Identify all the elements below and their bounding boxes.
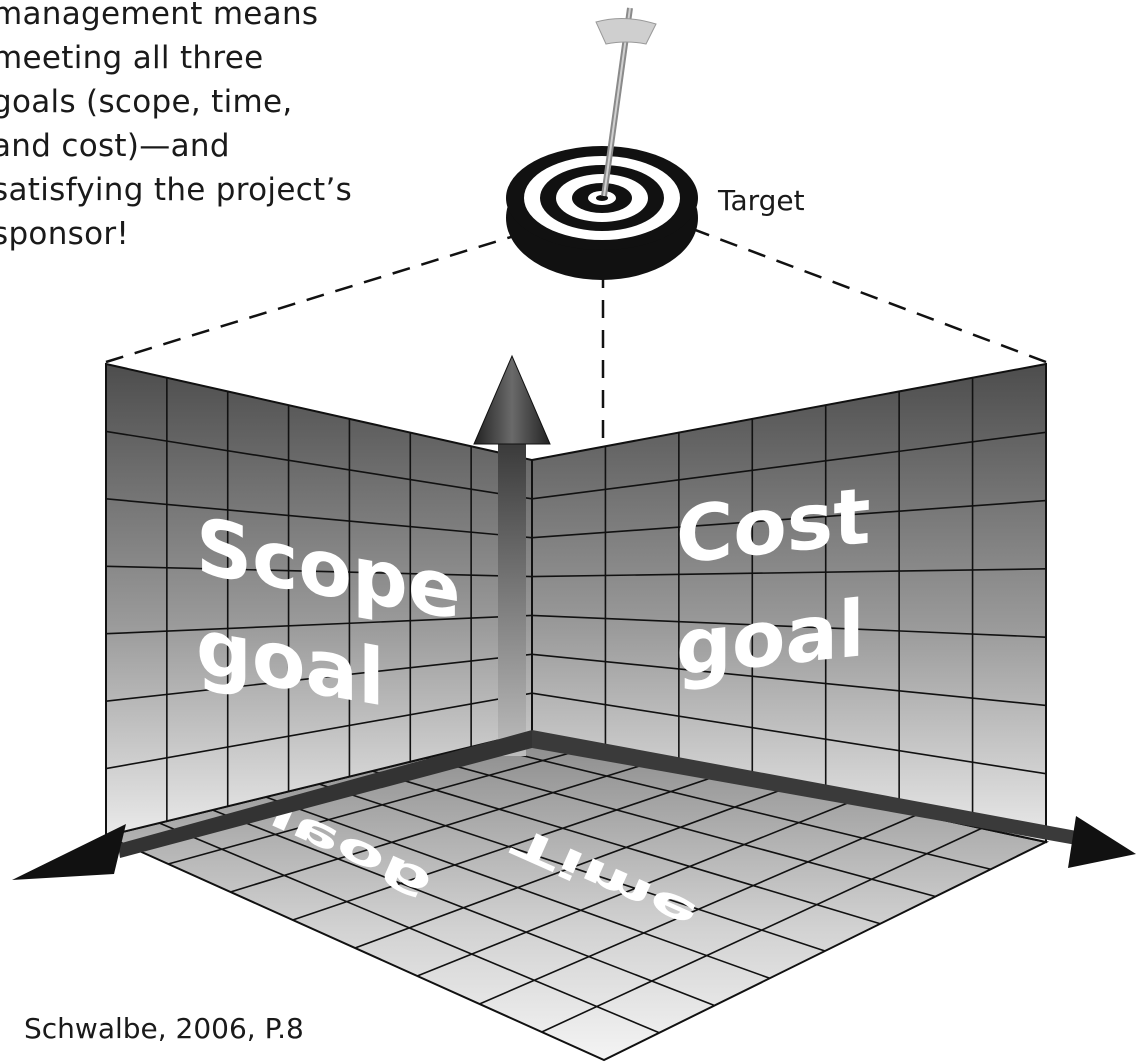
- time-grid-row: [425, 757, 936, 898]
- cost-wall-panel: Cost goal: [531, 362, 1047, 844]
- dart-arrow: [595, 7, 657, 197]
- cost-grid-row: [532, 614, 1046, 638]
- scope-grid-row: [106, 565, 532, 578]
- time-grid-row: [265, 796, 771, 980]
- dashed-guide-left: [105, 226, 541, 364]
- cost-grid-row: [532, 431, 1046, 500]
- dashed-guide-right: [689, 226, 1047, 364]
- target-label: Target: [718, 184, 805, 217]
- scope-grid-row: [106, 653, 532, 702]
- scope-grid-row: [106, 692, 532, 770]
- scope-grid-row: [106, 498, 532, 539]
- time-grid-row: [318, 783, 826, 952]
- target-bullseye: [506, 146, 698, 280]
- scope-wall-panel: Scope goal: [105, 362, 533, 838]
- time-grid-row: [478, 744, 991, 871]
- cost-arrow-right: [532, 730, 1136, 868]
- intro-text: management means meeting all three goals…: [0, 0, 353, 252]
- time-grid-row: [372, 770, 881, 925]
- cost-goal-line2: goal: [676, 583, 865, 694]
- scope-grid-row: [106, 430, 532, 500]
- time-floor-panel: [102, 730, 1050, 1062]
- time-arrow-left: [12, 730, 532, 880]
- cost-goal-line1: Cost: [676, 471, 871, 582]
- citation: Schwalbe, 2006, P.8: [24, 1012, 304, 1045]
- time-grid-row: [212, 809, 715, 1007]
- scope-grid-row: [106, 614, 532, 635]
- scope-arrow: [473, 354, 551, 756]
- cost-grid-row: [532, 692, 1046, 775]
- cost-grid-row: [532, 653, 1046, 707]
- cost-grid-row: [532, 568, 1046, 578]
- cost-grid-row: [532, 499, 1046, 539]
- time-grid-row: [158, 822, 660, 1034]
